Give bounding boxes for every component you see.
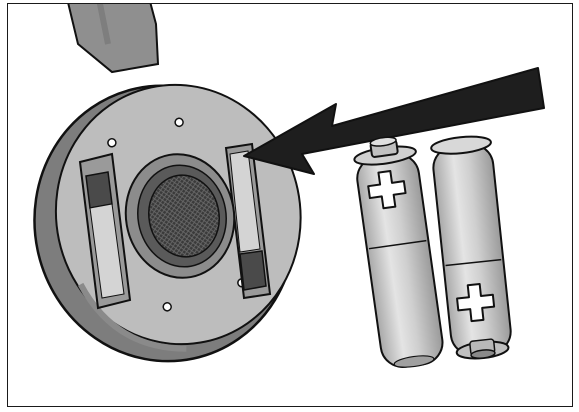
illustration-frame xyxy=(7,3,573,407)
battery-aa-icon xyxy=(353,136,444,368)
headband xyxy=(67,4,160,74)
speaker-grille xyxy=(124,153,236,279)
battery-compartment-right xyxy=(224,142,272,300)
battery-compartment-left xyxy=(78,152,132,310)
battery-insertion-illustration xyxy=(33,4,545,368)
screw-hole xyxy=(162,302,172,312)
plus-symbol-icon xyxy=(456,283,496,323)
screw-hole xyxy=(174,117,184,128)
insert-arrow-icon xyxy=(243,67,545,175)
screw-hole xyxy=(107,137,117,148)
battery-aa-icon xyxy=(430,135,512,360)
plus-symbol-icon xyxy=(367,169,407,210)
